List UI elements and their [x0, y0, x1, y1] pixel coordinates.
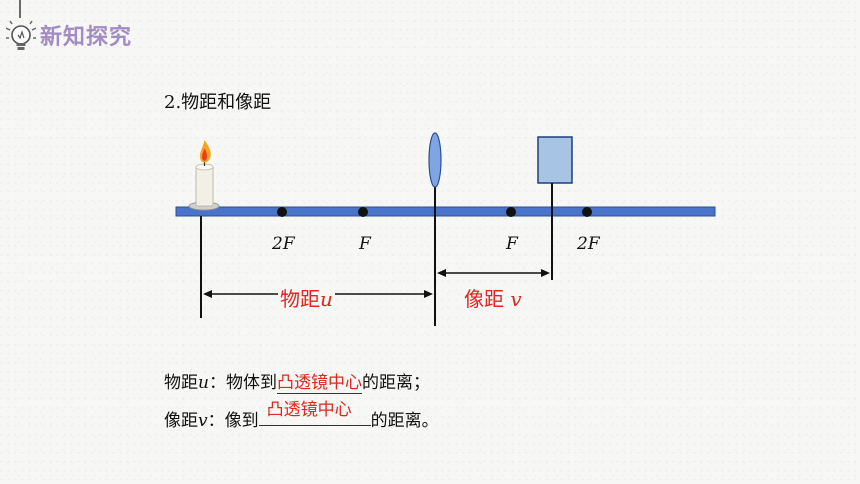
principal-axis [175, 206, 716, 217]
section-title: 2.物距和像距 [164, 92, 272, 113]
image-distance-arrow [437, 269, 550, 277]
header-title: 新知探究 [40, 25, 133, 50]
answer-blank-v: 凸透镜中心 [258, 400, 371, 426]
label-f-right: F [506, 234, 518, 254]
label-2f-left: 2F [272, 234, 295, 254]
image-distance-label: 像距 v [462, 283, 524, 312]
section-header: 新知探究 [6, 0, 206, 60]
image-distance-definition: 像距v：像到凸透镜中心的距离。 [164, 400, 439, 431]
object-distance-definition: 物距u：物体到凸透镜中心的距离； [164, 368, 430, 394]
label-f-left: F [359, 234, 371, 254]
image-screen [537, 136, 573, 280]
object-distance-label: 物距u [278, 283, 335, 312]
label-2f-right: 2F [577, 234, 600, 254]
focal-point-f-left [358, 207, 368, 217]
lightbulb-icon [6, 20, 36, 50]
answer-blank-u: 凸透镜中心 [276, 368, 362, 394]
hanging-line [19, 0, 21, 18]
focal-point-f-right [506, 207, 516, 217]
focal-point-2f-right [582, 207, 592, 217]
convex-lens [428, 132, 442, 326]
candle-object [188, 140, 220, 211]
focal-point-2f-left [277, 207, 287, 217]
